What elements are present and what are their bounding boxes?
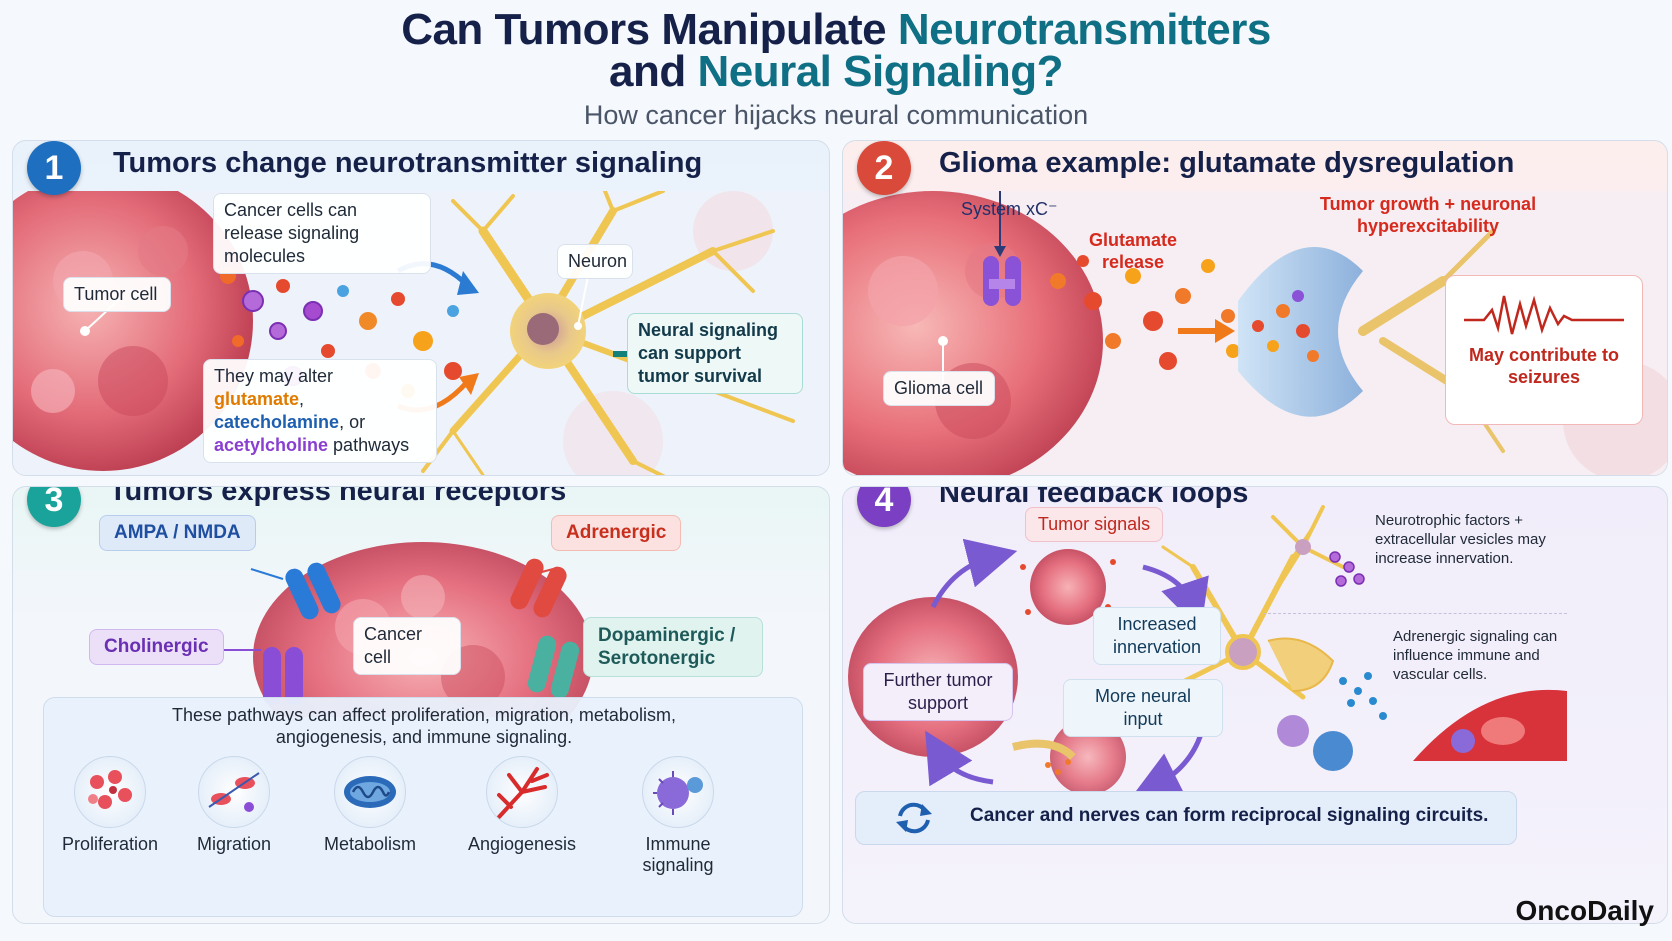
dopaminergic-serotonergic-receptor — [527, 635, 580, 699]
panel2-number-badge: 2 — [857, 141, 911, 195]
effect-label: Migration — [196, 834, 272, 854]
panel1-number-badge: 1 — [27, 141, 81, 195]
catecholamine-term: catecholamine — [214, 412, 340, 432]
glioma-cell-label: Glioma cell — [883, 371, 995, 406]
effect-metabolism: Metabolism — [300, 756, 440, 855]
panel-neurotransmitter-signaling: 1 Tumors change neurotransmitter signali… — [12, 140, 830, 476]
more-neural-input-label: More neural input — [1063, 679, 1223, 737]
neural-support-box: Neural signaling can support tumor survi… — [627, 313, 803, 394]
adrenergic-inset: Adrenergic signaling can influence immun… — [1263, 621, 1567, 781]
pathways-comma: , — [299, 389, 305, 409]
effect-migration: Migration — [164, 756, 304, 855]
title-part1: Can Tumors Manipulate — [401, 5, 898, 54]
title-highlight-neurotransmitters: Neurotransmitters — [897, 5, 1271, 54]
further-tumor-support-label: Further tumor support — [863, 663, 1013, 721]
page-title-line1: Can Tumors Manipulate Neurotransmitters — [0, 8, 1672, 52]
effect-label: Proliferation — [61, 834, 159, 854]
pathways-prefix: They may alter — [214, 366, 334, 386]
panel-glioma-example: 2 Glioma example: glutamate dysregulatio… — [842, 140, 1668, 476]
system-xc-transporter — [983, 256, 1021, 306]
panel3-title: Tumors express neural receptors — [109, 486, 567, 507]
tumor-signals-cell — [1030, 549, 1106, 625]
neurotrophic-inset: Neurotrophic factors + extracellular ves… — [1263, 497, 1567, 617]
dopaminergic-serotonergic-label: Dopaminergic / Serotonergic — [583, 617, 763, 677]
effect-proliferation: Proliferation — [40, 756, 180, 855]
effect-label: Angiogenesis — [467, 834, 577, 854]
system-xc-label: System xC⁻ — [961, 199, 1058, 219]
conclusion-banner: Cancer and nerves can form reciprocal si… — [855, 791, 1517, 845]
panel1-title: Tumors change neurotransmitter signaling — [113, 147, 703, 179]
cholinergic-label: Cholinergic — [89, 629, 224, 665]
effects-box: These pathways can affect proliferation,… — [43, 697, 803, 917]
migration-icon — [198, 756, 270, 828]
adrenergic-receptor — [510, 558, 567, 618]
title-highlight-neural-signaling: Neural Signaling? — [697, 47, 1063, 96]
glutamate-term: glutamate — [214, 389, 300, 409]
pathways-box: They may alter glutamate, catecholamine, … — [203, 359, 437, 463]
ampa-nmda-receptor — [285, 562, 341, 620]
pathways-suffix: pathways — [328, 435, 410, 455]
pathways-or: , or — [339, 412, 366, 432]
immune-cell-icon — [642, 756, 714, 828]
brand-logo: OncoDaily — [1515, 895, 1654, 926]
release-molecules-box: Cancer cells can release signaling molec… — [213, 193, 431, 274]
neurotrophic-text: Neurotrophic factors + extracellular ves… — [1375, 512, 1546, 567]
neuron-label: Neuron — [557, 244, 633, 279]
increased-innervation-label: Increased innervation — [1093, 607, 1221, 665]
tumor-cell-label: Tumor cell — [63, 277, 171, 312]
page-subtitle: How cancer hijacks neural communication — [583, 100, 1089, 130]
effect-label: Immune signaling — [642, 834, 714, 875]
effect-label: Metabolism — [323, 834, 417, 854]
seizure-label: May contribute to seizures — [1468, 345, 1619, 387]
inset-divider — [1263, 613, 1567, 614]
adrenergic-vascular-icon — [1267, 637, 1567, 771]
panel-neural-receptors: 3 Tumors express neural receptors AMPA /… — [12, 486, 830, 924]
tumor-growth-label: Tumor growth + neuronal hyperexcitabilit… — [1319, 194, 1537, 236]
effect-immune-signaling: Immune signaling — [608, 756, 748, 876]
tumor-signals-label: Tumor signals — [1025, 507, 1163, 542]
panel4-title: Neural feedback loops — [939, 486, 1249, 509]
eeg-spike-icon — [1464, 295, 1624, 335]
blood-vessel-icon — [486, 756, 558, 828]
title-part3: and — [609, 47, 698, 96]
panel2-title: Glioma example: glutamate dysregulation — [939, 147, 1515, 179]
adrenergic-text: Adrenergic signaling can influence immun… — [1393, 628, 1558, 683]
panel-feedback-loops: 4 Neural feedback loops Tumor signals In… — [842, 486, 1668, 924]
seizure-box: May contribute to seizures — [1445, 275, 1643, 425]
proliferation-icon — [74, 756, 146, 828]
ampa-nmda-label: AMPA / NMDA — [99, 515, 256, 551]
glutamate-release-label: Glutamate release — [1088, 230, 1178, 272]
cancer-cell-label: Cancer cell — [353, 617, 461, 675]
effects-description: These pathways can affect proliferation,… — [172, 705, 676, 747]
page-title-line2: and Neural Signaling? — [0, 50, 1672, 94]
mitochondria-icon — [334, 756, 406, 828]
cholinergic-receptor — [263, 647, 303, 705]
adrenergic-label: Adrenergic — [551, 515, 682, 551]
glutamate-molecules — [1050, 255, 1240, 370]
neurotrophic-neuron-icon — [1271, 505, 1365, 589]
effect-angiogenesis: Angiogenesis — [452, 756, 592, 855]
acetylcholine-term: acetylcholine — [214, 435, 329, 455]
cycle-arrows-icon — [896, 802, 932, 834]
conclusion-text: Cancer and nerves can form reciprocal si… — [970, 805, 1489, 826]
